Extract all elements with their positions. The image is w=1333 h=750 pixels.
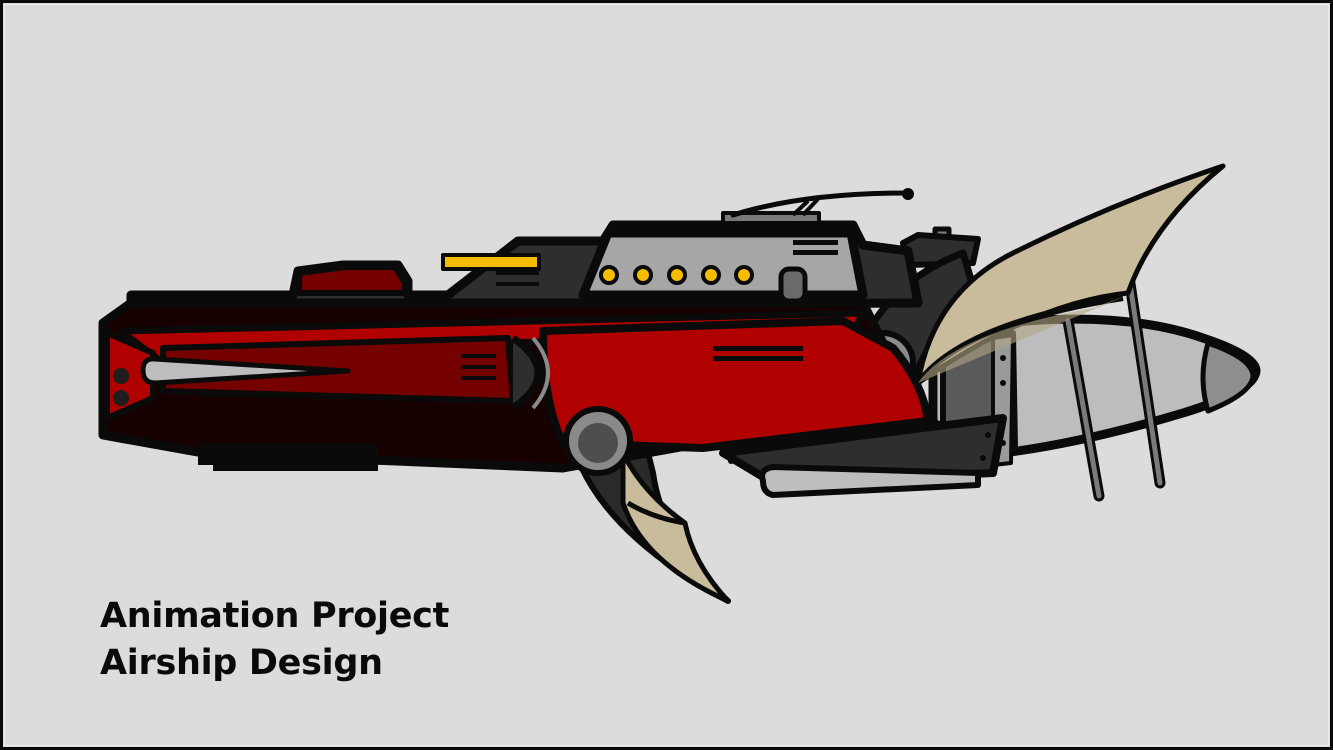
light-icon — [701, 265, 721, 285]
caption-title: Animation Project — [100, 596, 450, 636]
light-icon — [599, 265, 619, 285]
light-icon — [734, 265, 754, 285]
hull-top-icon — [126, 220, 923, 313]
caption-subtitle: Airship Design — [100, 643, 383, 683]
lower-pod-icon — [719, 414, 1007, 498]
project-caption: Animation Project Airship Design — [100, 593, 449, 687]
light-icon — [633, 265, 653, 285]
antenna-icon — [721, 188, 914, 225]
light-icon — [667, 265, 687, 285]
hull-body-icon — [98, 298, 932, 476]
upper-sail-icon — [915, 163, 1226, 386]
airship-illustration — [98, 163, 1261, 604]
mast-poles-icon — [1062, 271, 1166, 502]
cabin-lights — [599, 265, 754, 285]
canvas-inner-border — [4, 4, 1329, 746]
